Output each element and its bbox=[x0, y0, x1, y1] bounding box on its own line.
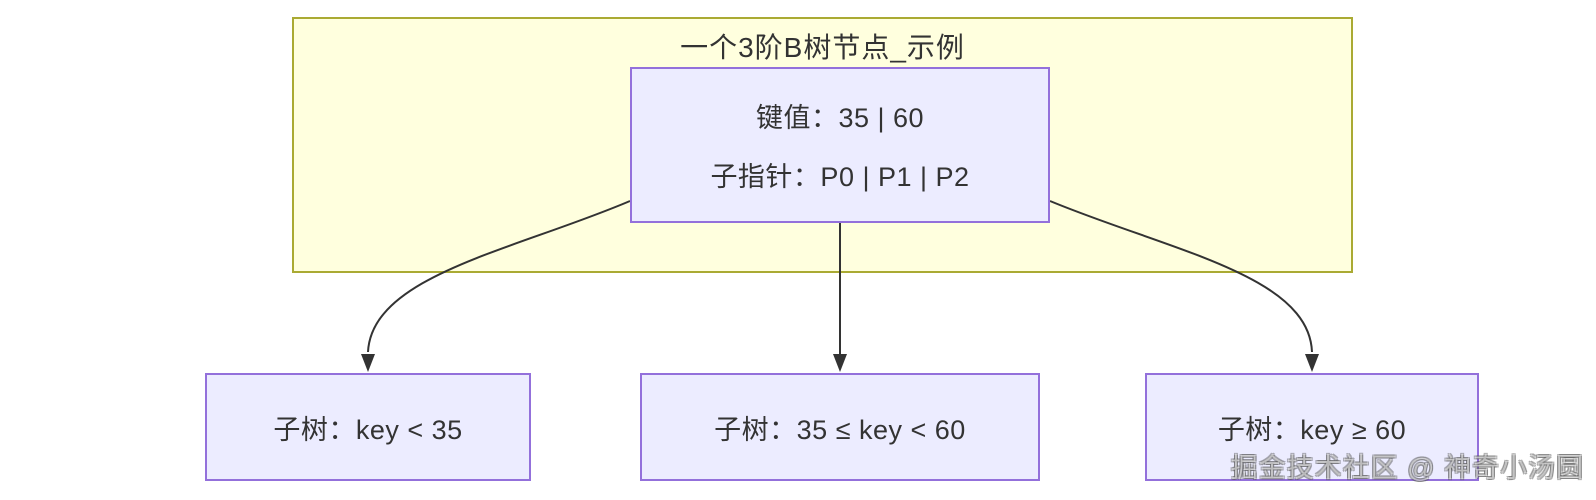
child-node-right: 子树：key ≥ 60 bbox=[1145, 373, 1479, 481]
child-node-right-label: 子树：key ≥ 60 bbox=[1217, 414, 1407, 445]
watermark: 掘金技术社区 @ 神奇小汤圆 bbox=[1230, 453, 1584, 483]
child-node-left-label: 子树：key < 35 bbox=[273, 414, 463, 445]
child-node-middle-label: 子树：35 ≤ key < 60 bbox=[714, 414, 966, 445]
arrowhead-right-icon bbox=[1305, 354, 1319, 372]
arrowhead-left-icon bbox=[361, 354, 375, 372]
subgraph-title: 一个3阶B树节点_示例 bbox=[680, 32, 965, 63]
btree-root-node: 键值：35 | 60 子指针：P0 | P1 | P2 bbox=[630, 67, 1050, 223]
arrowhead-middle-icon bbox=[833, 354, 847, 372]
child-node-left: 子树：key < 35 bbox=[205, 373, 531, 481]
root-node-pointers-line: 子指针：P0 | P1 | P2 bbox=[710, 162, 970, 192]
child-node-middle: 子树：35 ≤ key < 60 bbox=[640, 373, 1040, 481]
root-node-keys-line: 键值：35 | 60 bbox=[755, 103, 925, 133]
